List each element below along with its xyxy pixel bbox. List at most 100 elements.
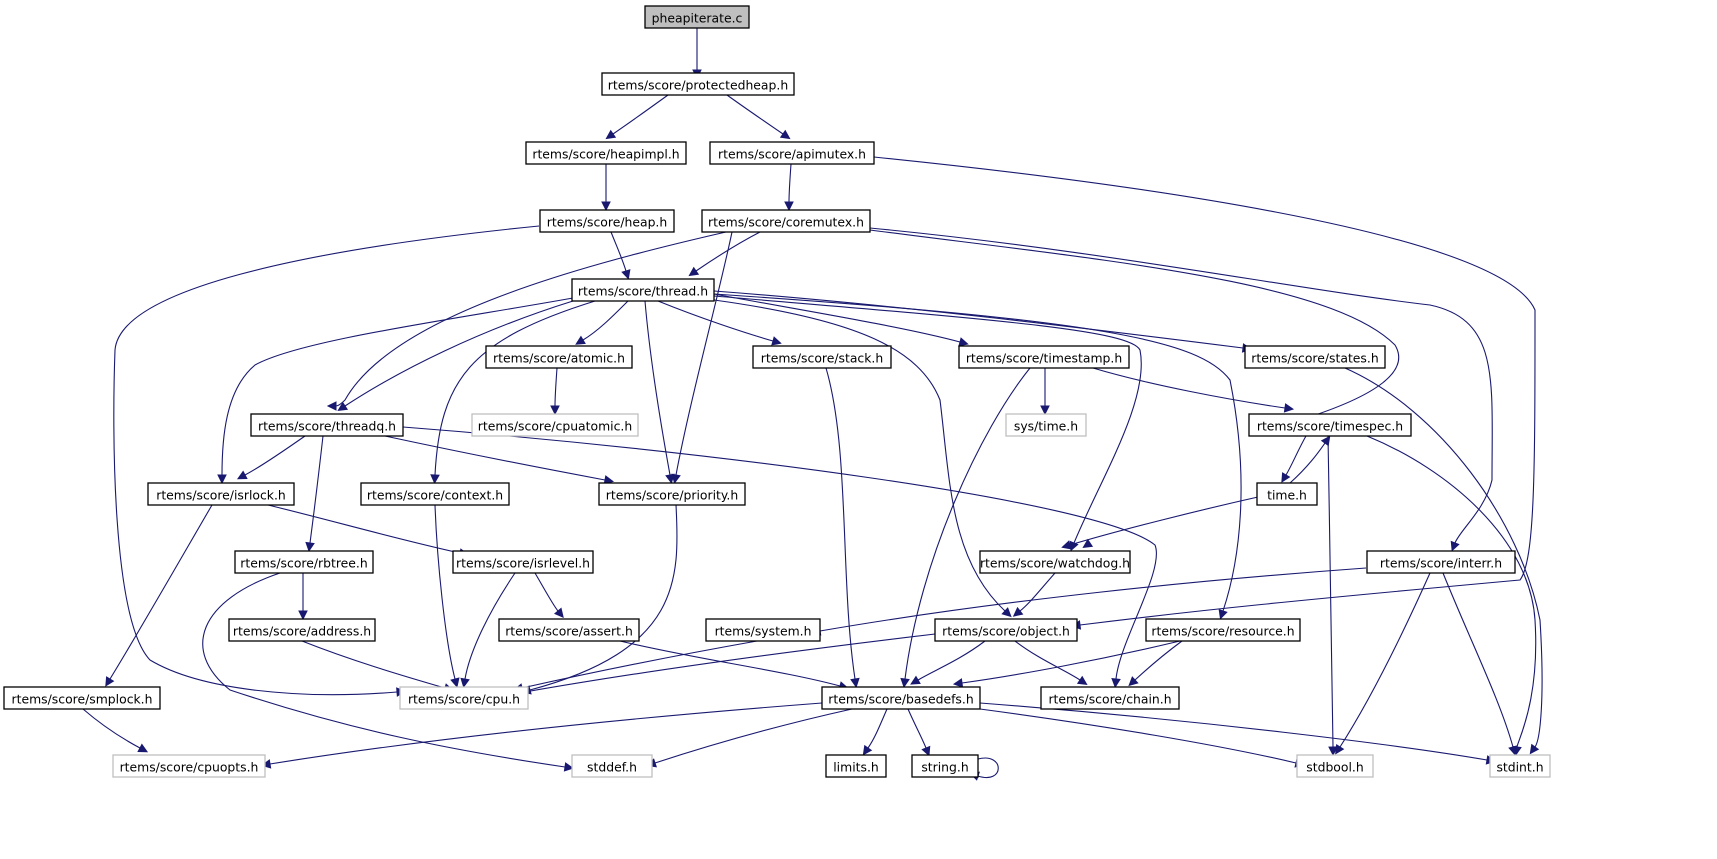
edge-line [675,231,733,476]
node-label: rtems/score/object.h [942,624,1070,639]
node-watchdog[interactable]: rtems/score/watchdog.h [979,550,1131,574]
node-basedefs[interactable]: rtems/score/basedefs.h [821,686,981,710]
edge-thread-to-resource [713,293,1242,620]
node-isrlevel[interactable]: rtems/score/isrlevel.h [452,550,594,574]
node-cpu: rtems/score/cpu.h [399,686,529,710]
edge-threadq-to-chain [402,426,1157,689]
node-box [485,345,633,369]
edge-line [961,640,1181,684]
node-limits[interactable]: limits.h [825,754,887,778]
node-label: pheapiterate.c [652,11,743,26]
node-system[interactable]: rtems/system.h [705,618,821,642]
edge-line [917,640,986,681]
node-chain[interactable]: rtems/score/chain.h [1040,686,1180,710]
arrowhead [460,677,470,688]
nodes-layer: pheapiterate.c rtems/score/protectedheap.… [3,5,1551,778]
node-pheapiterate[interactable]: pheapiterate.c [644,5,750,29]
edge-line [82,708,141,749]
node-object[interactable]: rtems/score/object.h [934,618,1078,642]
edge-resource-to-chain [1128,640,1183,687]
edges-layer [82,27,1543,781]
node-address[interactable]: rtems/score/address.h [228,618,376,642]
edge-line [1442,572,1514,748]
node-box [571,754,653,778]
node-isrlock[interactable]: rtems/score/isrlock.h [147,482,295,506]
node-stdint: stdint.h [1489,754,1551,778]
node-systime: sys/time.h [1005,413,1087,437]
node-label: rtems/score/cpu.h [408,692,520,707]
node-label: rtems/score/threadq.h [258,419,396,434]
edge-line [612,94,669,135]
node-coremutex[interactable]: rtems/score/coremutex.h [701,209,871,233]
node-time[interactable]: time.h [1256,482,1318,506]
edge-assert-to-basedefs [619,640,849,691]
arrowhead [688,266,700,277]
node-string[interactable]: string.h [911,754,979,778]
edge-line [384,435,606,481]
edge-rbtree-to-address [298,573,308,621]
edge-line [869,227,1493,544]
arrowhead [1082,538,1094,549]
node-rbtree[interactable]: rtems/score/rbtree.h [234,550,374,574]
edge-coremutex-to-watchdog [869,229,1400,549]
node-atomic[interactable]: rtems/score/atomic.h [485,345,633,369]
node-label: rtems/score/assert.h [505,624,633,639]
edge-thread-to-threadq [337,300,574,411]
node-context[interactable]: rtems/score/context.h [360,482,510,506]
arrowhead [260,759,272,769]
arrowhead [337,401,349,411]
node-box [752,345,892,369]
edge-context-to-cpu [434,504,460,688]
node-smplock[interactable]: rtems/score/smplock.h [3,686,161,710]
node-label: rtems/score/thread.h [578,284,708,299]
arrowhead [1040,405,1050,416]
edge-coremutex-to-threadq [326,231,727,411]
edge-thread-to-context [430,300,596,485]
node-heapimpl[interactable]: rtems/score/heapimpl.h [525,141,687,165]
edge-line [1339,572,1431,748]
node-timespec[interactable]: rtems/score/timespec.h [1248,413,1412,437]
edge-thread-to-object [713,299,1012,618]
edge-line [1069,496,1259,546]
edge-atomic-to-cpuatomic [550,367,560,416]
node-interr[interactable]: rtems/score/interr.h [1366,550,1516,574]
edge-line [221,297,574,476]
edge-basedefs-to-stdint [979,702,1496,765]
node-label: rtems/score/atomic.h [493,351,625,366]
node-box [228,618,376,642]
node-assert[interactable]: rtems/score/assert.h [498,618,640,642]
node-resource[interactable]: rtems/score/resource.h [1145,618,1301,642]
node-label: rtems/score/resource.h [1151,624,1294,639]
node-apimutex[interactable]: rtems/score/apimutex.h [709,141,875,165]
edge-timespec-to-stdint [1366,435,1537,757]
edge-line [713,293,961,343]
node-label: stdbool.h [1306,760,1363,775]
node-timestamp[interactable]: rtems/score/timestamp.h [958,345,1130,369]
node-label: rtems/score/states.h [1251,351,1378,366]
node-label: rtems/score/isrlevel.h [456,556,590,571]
arrowhead [1283,403,1295,413]
node-priority[interactable]: rtems/score/priority.h [598,482,746,506]
edge-line [529,504,678,691]
node-protectedheap[interactable]: rtems/score/protectedheap.h [601,72,795,96]
edge-line [1289,442,1326,484]
node-threadq[interactable]: rtems/score/threadq.h [250,413,404,437]
edge-line [619,640,841,687]
node-box [250,413,404,437]
node-thread[interactable]: rtems/score/thread.h [571,278,715,302]
node-label: rtems/score/chain.h [1048,692,1171,707]
edge-line [344,300,574,407]
edge-line [873,156,1536,626]
node-label: rtems/score/context.h [367,488,503,503]
arrowhead [850,677,860,689]
node-label: rtems/score/address.h [233,624,371,639]
node-label: rtems/score/heapimpl.h [532,147,679,162]
node-heap[interactable]: rtems/score/heap.h [539,209,675,233]
node-label: rtems/score/smplock.h [12,692,153,707]
node-states[interactable]: rtems/score/states.h [1244,345,1386,369]
edge-timestamp-to-systime [1040,368,1050,416]
node-stddef: stddef.h [571,754,653,778]
edge-line [1019,572,1056,612]
node-stack[interactable]: rtems/score/stack.h [752,345,892,369]
